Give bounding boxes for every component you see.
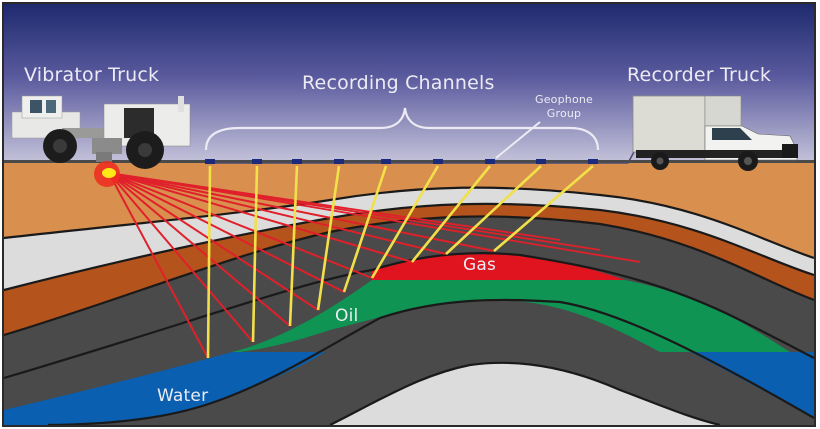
rust-layer-upper <box>4 203 814 335</box>
geophone-group-label-line2: Group <box>546 107 582 120</box>
source-ray <box>108 172 373 279</box>
reflected-ray <box>206 165 212 359</box>
rock-strata <box>3 160 815 427</box>
vibrator-truck-label: Vibrator Truck <box>24 64 160 86</box>
reflected-ray <box>316 165 341 311</box>
source-ray <box>108 172 345 293</box>
source-ray <box>108 172 209 359</box>
geophone-icon <box>205 159 215 164</box>
recorder-truck-label: Recorder Truck <box>627 64 772 86</box>
source-ray <box>108 172 291 327</box>
recording-channels-label: Recording Channels <box>302 72 495 94</box>
recording-cable <box>205 149 636 164</box>
recorder-truck <box>632 95 798 171</box>
water-label: Water <box>157 386 209 406</box>
geophone-icon <box>292 159 302 164</box>
reflected-ray <box>493 165 594 252</box>
oil-reservoir <box>232 280 790 352</box>
geophone-group-pointer <box>495 121 541 159</box>
geophone-icon <box>588 159 598 164</box>
source-ray <box>108 172 641 263</box>
gas-label: Gas <box>463 255 497 275</box>
source-ray <box>108 172 319 311</box>
geophone-group-label-line1: Geophone <box>534 93 594 106</box>
geophone-icon <box>252 159 262 164</box>
oil-label: Oil <box>335 306 359 326</box>
reflected-ray <box>445 165 542 255</box>
reflected-rays <box>206 165 594 359</box>
reflected-ray <box>410 165 492 263</box>
geophone-icon <box>536 159 546 164</box>
recording-channels-brace <box>204 107 600 151</box>
geophone-icon <box>334 159 344 164</box>
gas-reservoir <box>372 253 625 280</box>
source-rays <box>108 172 641 359</box>
vibrator-truck <box>11 95 191 169</box>
strata-boundaries <box>3 186 815 427</box>
geophone-icon <box>381 159 391 164</box>
reflected-ray <box>288 165 299 327</box>
water-reservoir-left <box>4 352 325 425</box>
reflected-ray <box>251 165 259 343</box>
geophone-icon <box>485 159 495 164</box>
source-ray <box>108 172 413 263</box>
geophone-group-label: Geophone Group <box>529 93 599 121</box>
source-ray <box>108 172 447 255</box>
geophone-array <box>205 159 598 164</box>
reflected-ray <box>370 165 440 279</box>
energy-source-burst <box>94 161 120 187</box>
source-ray <box>108 172 254 343</box>
geophone-icon <box>433 159 443 164</box>
water-reservoir-right <box>690 352 814 418</box>
reflected-ray <box>342 165 388 293</box>
